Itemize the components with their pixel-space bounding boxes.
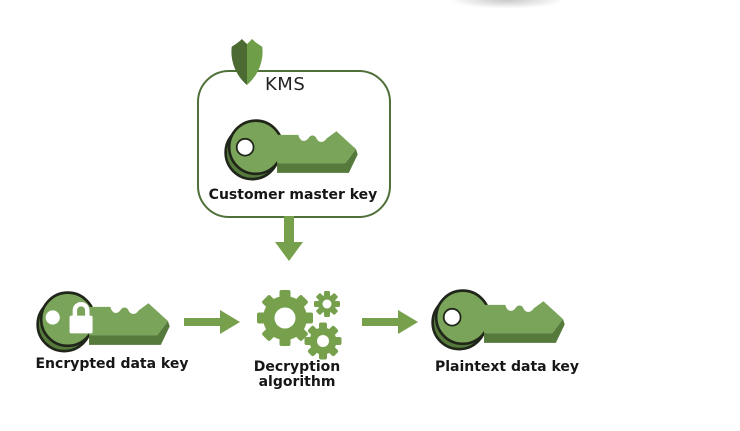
key-lock-icon bbox=[36, 291, 170, 353]
shield-icon bbox=[231, 39, 263, 85]
kms-service-label: KMS bbox=[265, 74, 306, 95]
arrow-right-icon bbox=[362, 310, 418, 334]
decryption-algorithm-label: Decryption algorithm bbox=[253, 359, 341, 390]
lock-icon bbox=[69, 301, 93, 334]
key-icon bbox=[224, 119, 358, 181]
customer-master-key-label: Customer master key bbox=[208, 187, 378, 203]
encrypted-data-key-label: Encrypted data key bbox=[35, 356, 189, 372]
arrow-down-icon bbox=[275, 216, 303, 261]
arrow-right-icon bbox=[184, 310, 240, 334]
gears-icon bbox=[257, 290, 342, 360]
plaintext-data-key-label: Plaintext data key bbox=[434, 359, 580, 375]
top-shadow-artifact bbox=[443, 0, 571, 12]
key-icon bbox=[431, 289, 565, 351]
